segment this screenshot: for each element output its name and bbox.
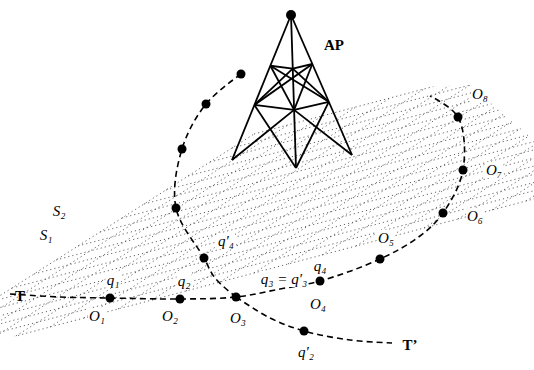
- grid-line: [0, 178, 534, 358]
- trajectory-path: [175, 74, 241, 297]
- point-label: q′₂: [297, 344, 315, 360]
- waypoint-dot: [106, 294, 115, 303]
- point-label: O₄: [309, 296, 327, 312]
- grid-line: [188, 0, 534, 176]
- waypoint-dot: [176, 295, 185, 304]
- access-point-tower: [232, 10, 352, 168]
- point-label: S₁: [39, 227, 54, 243]
- grid-line: [210, 0, 534, 162]
- waypoint-dot: [200, 254, 209, 263]
- waypoint-dot: [459, 166, 468, 175]
- tower-strut: [294, 110, 352, 155]
- point-label: AP: [323, 37, 345, 53]
- tower-strut: [294, 102, 329, 110]
- trajectories: [10, 74, 465, 343]
- grid-line: [390, 0, 534, 237]
- point-label: q₄: [313, 258, 328, 274]
- grid-line: [12, 108, 534, 288]
- grid-line: [152, 62, 526, 300]
- grid-line: [34, 94, 534, 274]
- point-label: T’: [402, 337, 419, 353]
- waypoints: [106, 70, 468, 336]
- point-label: T: [14, 288, 26, 304]
- grid-line: [122, 38, 534, 218]
- waypoint-dot: [232, 293, 241, 302]
- grid-line: [0, 107, 356, 345]
- grid-line: [78, 66, 534, 246]
- grid-line: [458, 0, 534, 219]
- point-label: O₆: [466, 208, 484, 224]
- grid-line: [254, 0, 534, 134]
- grid-line: [84, 80, 458, 318]
- waypoint-dot: [172, 204, 181, 213]
- tower-strut: [270, 66, 328, 102]
- tower-strut: [291, 15, 296, 168]
- grid-line: [0, 164, 534, 344]
- grid-line: [322, 17, 534, 255]
- tower-strut: [254, 69, 292, 105]
- waypoint-dot: [178, 145, 187, 154]
- grid-line: [0, 134, 254, 370]
- point-label: q₃ = q′₃: [260, 271, 308, 287]
- grid-line: [144, 24, 534, 204]
- tower-strut: [254, 64, 312, 105]
- point-label: q₁: [106, 272, 121, 288]
- grid-line: [0, 116, 322, 354]
- point-label: q′₄: [217, 233, 235, 249]
- waypoint-dot: [316, 277, 325, 286]
- tower-strut: [296, 102, 329, 168]
- point-label: S₂: [52, 203, 67, 219]
- grid-line: [50, 89, 424, 327]
- grid-line: [0, 192, 534, 370]
- grid-line: [100, 52, 534, 232]
- point-label: O₃: [229, 310, 247, 326]
- waypoint-dot: [237, 70, 246, 79]
- tower-strut: [254, 105, 294, 110]
- waypoint-dot: [376, 255, 385, 264]
- waypoint-dot: [454, 113, 463, 122]
- grid-line: [232, 0, 534, 148]
- waypoint-dot: [439, 209, 448, 218]
- grid-line: [118, 71, 492, 309]
- point-label: q₂: [177, 273, 192, 289]
- grid-line: [0, 122, 534, 302]
- grid-line: [356, 8, 534, 246]
- point-label: O₅: [377, 230, 395, 246]
- grid-line: [166, 10, 534, 190]
- grid-line: [16, 98, 390, 336]
- waypoint-dot: [202, 100, 211, 109]
- trajectory-path: [10, 96, 465, 299]
- grid-line: [220, 44, 534, 282]
- point-label: O₂: [161, 308, 179, 324]
- grid-line: [0, 136, 534, 316]
- point-label: O₁: [88, 308, 106, 324]
- grid-line: [526, 0, 534, 201]
- antenna-dot: [286, 10, 296, 20]
- point-label: O₇: [485, 162, 503, 178]
- grid-line: [288, 26, 534, 264]
- grid-line: [0, 150, 534, 330]
- grid-line: [492, 0, 534, 210]
- trajectory-path: [236, 297, 392, 343]
- waypoint-dot: [300, 327, 309, 336]
- tower-strut: [232, 110, 294, 160]
- point-label: O₈: [471, 86, 489, 102]
